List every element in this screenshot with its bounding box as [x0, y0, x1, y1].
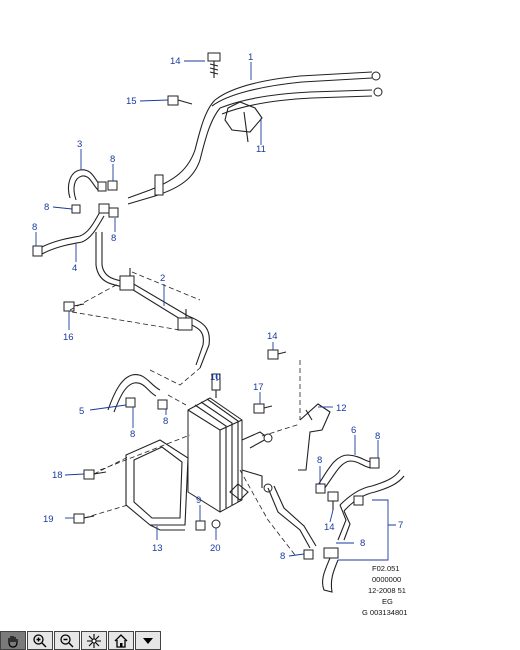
callout-14-top[interactable]: 14: [170, 56, 181, 67]
callout-2[interactable]: 2: [160, 273, 165, 284]
callouts: 14 1 15 11 3 8 8 8 8 4 2 16 14 10 17 5 8…: [32, 52, 403, 562]
leader-lines: [35, 60, 396, 561]
callout-8-j[interactable]: 8: [280, 551, 285, 562]
zoom-out-icon: [60, 633, 74, 647]
callout-8-f[interactable]: 8: [163, 416, 168, 427]
clamp-8-j: [303, 549, 314, 560]
crosshair-icon: [87, 633, 101, 648]
parts-diagram: 14 1 15 11 3 8 8 8 8 4 2 16 14 10 17 5 8…: [32, 52, 407, 617]
part-7-hose: [321, 469, 405, 593]
fastener-20: [211, 519, 221, 529]
callout-5[interactable]: 5: [79, 406, 84, 417]
info-line-2: 0000000: [372, 575, 401, 584]
triangle-down-icon: [143, 637, 153, 644]
part-1-cooler-lines: [127, 71, 383, 205]
info-line-4: EG: [382, 597, 393, 606]
callout-8-h[interactable]: 8: [317, 455, 322, 466]
callout-17[interactable]: 17: [253, 382, 264, 393]
callout-10[interactable]: 10: [210, 372, 221, 383]
callout-19[interactable]: 19: [43, 514, 54, 525]
clamp-8-a: [107, 180, 118, 191]
part-3-hose: [67, 169, 107, 201]
part-10-oil-cooler: [187, 373, 273, 513]
bolt-14-low: [327, 491, 339, 510]
callout-8-a[interactable]: 8: [110, 154, 115, 165]
callout-8-c[interactable]: 8: [111, 233, 116, 244]
part-12-bracket: [298, 403, 331, 471]
part-2-lines: [95, 232, 210, 369]
part-4-hose: [32, 203, 110, 257]
zoom-out-button[interactable]: [54, 631, 80, 650]
fastener-9: [195, 520, 206, 531]
callout-8-b[interactable]: 8: [44, 202, 49, 213]
callout-15[interactable]: 15: [126, 96, 137, 107]
bolt-14-mid: [267, 349, 287, 360]
info-line-1: F02.051: [372, 564, 400, 573]
lower-line: [239, 469, 317, 556]
bolt-19: [73, 513, 95, 524]
callout-20[interactable]: 20: [210, 543, 221, 554]
callout-8-g[interactable]: 8: [375, 431, 380, 442]
callout-13[interactable]: 13: [152, 543, 163, 554]
clamp-8-c: [108, 207, 119, 218]
menu-button[interactable]: [135, 631, 161, 650]
callout-1[interactable]: 1: [248, 52, 253, 63]
callout-18[interactable]: 18: [52, 470, 63, 481]
part-5-hose: [107, 374, 168, 413]
callout-4[interactable]: 4: [72, 263, 77, 274]
callout-3[interactable]: 3: [77, 139, 82, 150]
callout-8-d[interactable]: 8: [32, 222, 37, 233]
callout-14-mid[interactable]: 14: [267, 331, 278, 342]
callout-9[interactable]: 9: [196, 495, 201, 506]
part-6-hose: [315, 454, 380, 494]
drawing-info-block: F02.051 0000000 12-2008 51 EG G 00313480…: [362, 564, 407, 617]
viewer-toolbar: [0, 631, 166, 650]
info-line-5: G 003134801: [362, 608, 407, 617]
callout-8-i[interactable]: 8: [360, 538, 365, 549]
home-button[interactable]: [108, 631, 134, 650]
bolt-16: [63, 301, 85, 312]
zoom-in-icon: [33, 633, 47, 647]
bolt-15: [167, 95, 193, 106]
hand-icon: [8, 635, 18, 648]
clamp-8-b: [71, 204, 81, 214]
callout-7[interactable]: 7: [398, 520, 403, 531]
pan-button[interactable]: [0, 631, 26, 650]
bolt-18: [83, 469, 107, 480]
home-icon: [114, 633, 128, 648]
info-line-3: 12-2008 51: [368, 586, 406, 595]
fit-button[interactable]: [81, 631, 107, 650]
zoom-in-button[interactable]: [27, 631, 53, 650]
callout-6[interactable]: 6: [351, 425, 356, 436]
callout-12[interactable]: 12: [336, 403, 347, 414]
callout-11[interactable]: 11: [256, 144, 266, 155]
callout-8-e[interactable]: 8: [130, 429, 135, 440]
part-13-bracket: [125, 439, 189, 531]
callout-14-low[interactable]: 14: [324, 522, 335, 533]
callout-16[interactable]: 16: [63, 332, 74, 343]
bolt-17: [253, 403, 273, 414]
bolt-14-top: [207, 52, 221, 78]
